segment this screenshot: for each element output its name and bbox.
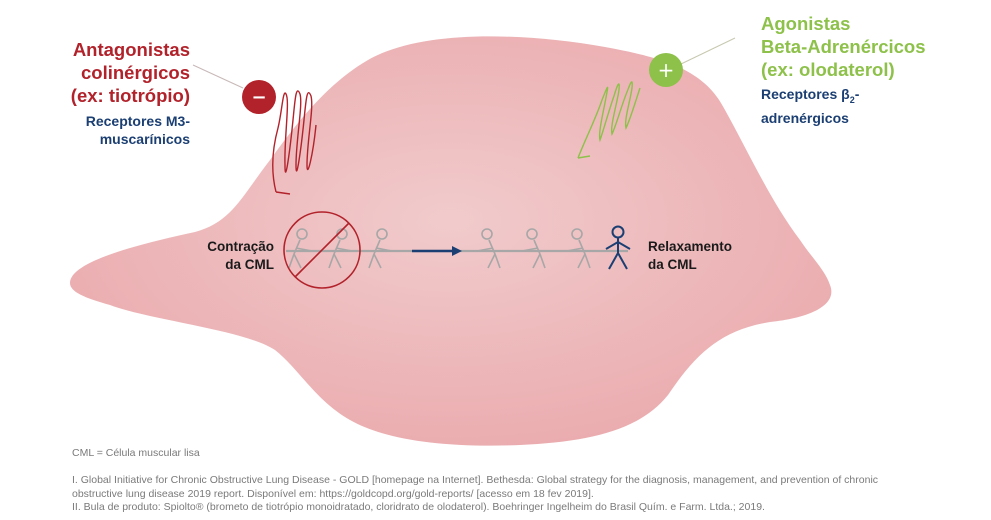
right-leader-line (680, 37, 736, 65)
contraction-label-line: da CML (225, 257, 274, 272)
direction-arrow-head (452, 246, 462, 256)
plus-icon: + (658, 58, 675, 82)
person-icon (476, 228, 501, 269)
minus-icon: − (251, 87, 266, 108)
beta2-receptor-label-line: adrenérgicos (761, 109, 849, 126)
beta2-subscript: 2 (849, 94, 855, 105)
reference-line: II. Bula de produto: Spiolto® (brometo d… (72, 501, 765, 513)
person-icon (288, 228, 313, 269)
antagonist-circle (242, 80, 276, 114)
relaxation-label-line: Relaxamento (648, 239, 733, 254)
smooth-muscle-cell (70, 36, 832, 446)
beta2-prefix: Receptores β (761, 86, 850, 102)
contraction-label: Contração da CML (180, 238, 274, 274)
agonists-title-line: Beta-Adrenércicos (761, 36, 926, 57)
m3-receptor-icon (272, 90, 317, 193)
person-icon (566, 228, 591, 269)
antagonists-title-line: (ex: tiotrópio) (70, 85, 190, 106)
m3-receptor-label-line: Receptores M3- (85, 113, 190, 129)
abbreviation-footnote: CML = Célula muscular lisa (72, 447, 200, 459)
reference-line: obstructive lung disease 2019 report. Di… (72, 487, 594, 500)
relaxation-label: Relaxamento da CML (648, 238, 778, 274)
person-highlight-icon (605, 225, 631, 270)
beta2-receptor-label: Receptores β2- adrenérgicos (761, 85, 961, 127)
contraction-label-line: Contração (207, 239, 274, 254)
beta2-receptor-tail (577, 155, 591, 159)
beta2-receptor-icon (577, 81, 641, 159)
m3-receptor-label-line: muscarínicos (99, 131, 190, 147)
beta2-suffix: - (854, 86, 860, 102)
prohibition-icon (283, 211, 361, 289)
agonists-title: Agonistas Beta-Adrenércicos (ex: olodate… (761, 12, 961, 81)
m3-receptor-label: Receptores M3- muscarínicos (40, 112, 190, 148)
m3-receptor-tail (275, 191, 291, 195)
beta2-receptor-label-line: Receptores β2- (761, 85, 961, 109)
antagonists-title: Antagonistas colinérgicos (ex: tiotrópio… (40, 38, 190, 107)
agonists-title-line: Agonistas (761, 13, 851, 34)
reference-line: I. Global Initiative for Chronic Obstruc… (72, 474, 879, 486)
antagonists-title-line: Antagonistas (72, 39, 190, 60)
person-icon (521, 228, 546, 269)
prohibition-slash (294, 222, 350, 278)
agonists-title-line: (ex: olodaterol) (761, 59, 895, 80)
antagonists-title-line: colinérgicos (81, 62, 190, 83)
person-icon (368, 228, 393, 269)
left-leader-line (192, 64, 244, 89)
relaxation-label-line: da CML (648, 257, 697, 272)
references: I. Global Initiative for Chronic Obstruc… (72, 474, 952, 515)
agonist-circle (649, 53, 683, 87)
